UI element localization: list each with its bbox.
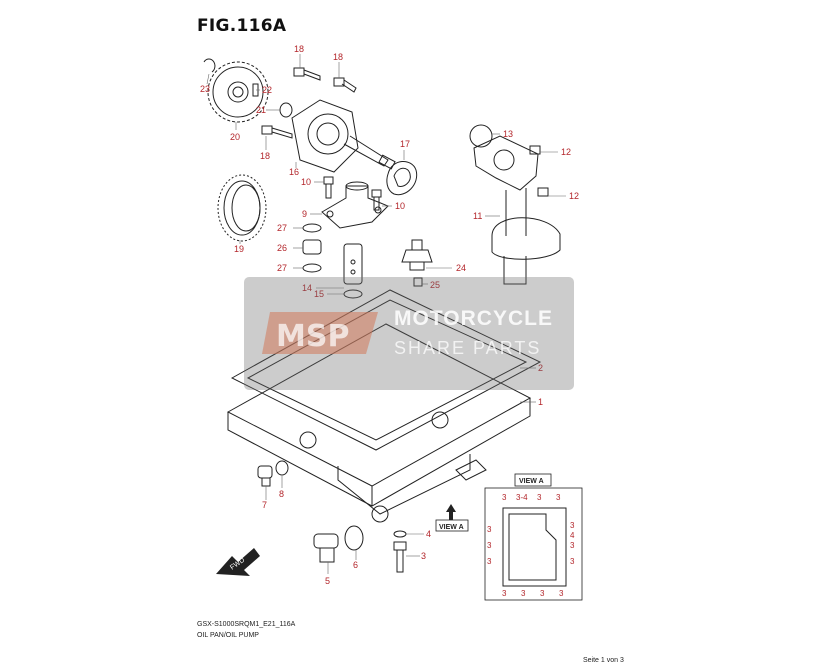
oil-pump bbox=[291, 99, 396, 173]
callout-1: 1 bbox=[538, 397, 543, 407]
fwd-arrow-icon: FWD bbox=[216, 548, 260, 576]
leader-lines bbox=[206, 54, 566, 574]
callout-3: 3 bbox=[421, 551, 426, 561]
view-a-label: 3 bbox=[487, 557, 492, 566]
plug-5 bbox=[313, 533, 339, 563]
view-a-label: 3 bbox=[559, 589, 564, 598]
watermark-subtitle: SHARE PARTS bbox=[394, 338, 542, 358]
view-a-arrow-icon bbox=[446, 504, 456, 520]
callout-labels: 1 2 3 4 5 6 7 8 9 10 10 11 12 12 13 14 1… bbox=[200, 44, 579, 586]
spacer-26 bbox=[302, 239, 322, 255]
callout-26: 26 bbox=[277, 243, 287, 253]
callout-18-b: 18 bbox=[333, 52, 343, 62]
callout-13: 13 bbox=[503, 129, 513, 139]
drain-bolt-7 bbox=[257, 465, 273, 487]
callout-18-a: 18 bbox=[294, 44, 304, 54]
circlip bbox=[203, 58, 216, 73]
bolt-12-a bbox=[529, 145, 541, 155]
oil-pump-sprocket bbox=[207, 61, 269, 123]
view-a-label: 3 bbox=[502, 493, 507, 502]
bolt-10-a bbox=[323, 176, 334, 199]
watermark-title: MOTORCYCLE bbox=[394, 307, 553, 330]
figure-title: FIG.116A bbox=[197, 16, 287, 36]
callout-12-b: 12 bbox=[569, 191, 579, 201]
view-a-label: 3 bbox=[487, 541, 492, 550]
callout-17: 17 bbox=[400, 139, 410, 149]
callout-27-a: 27 bbox=[277, 223, 287, 233]
view-a-label: 3 bbox=[556, 493, 561, 502]
callout-15: 15 bbox=[314, 289, 324, 299]
o-ring-27-b bbox=[302, 263, 322, 273]
bolt-12-b bbox=[537, 187, 549, 197]
callout-14: 14 bbox=[302, 283, 312, 293]
o-ring-6 bbox=[344, 525, 364, 551]
view-a-label: 3 bbox=[540, 589, 545, 598]
svg-text:MSP: MSP bbox=[276, 319, 349, 354]
callout-8: 8 bbox=[279, 489, 284, 499]
callout-2: 2 bbox=[538, 363, 543, 373]
o-ring-21 bbox=[279, 102, 293, 118]
callout-11: 11 bbox=[473, 211, 482, 221]
view-a-label: 3 bbox=[537, 493, 542, 502]
gasket-8 bbox=[275, 460, 289, 476]
view-a-label: 3 bbox=[570, 541, 575, 550]
oil-strainer bbox=[473, 135, 561, 285]
bolt-18-c bbox=[261, 125, 293, 139]
callout-10-b: 10 bbox=[395, 201, 405, 211]
o-ring-13 bbox=[469, 124, 493, 148]
callout-27-b: 27 bbox=[277, 263, 287, 273]
bolt-3 bbox=[393, 541, 407, 573]
msp-logo-icon: MSP bbox=[262, 312, 378, 354]
callout-19: 19 bbox=[234, 244, 244, 254]
view-a-inset: VIEW A 3 3-4 3 3 3 3 3 3 4 3 3 3 3 3 3 bbox=[484, 473, 583, 601]
model-code: GSX-S1000SRQM1_E21_116A bbox=[197, 621, 296, 628]
view-a-label: 3 bbox=[521, 589, 526, 598]
view-a-title: VIEW A bbox=[519, 478, 544, 485]
view-a-label: 3 bbox=[570, 521, 575, 530]
pump-drive-gear bbox=[217, 174, 267, 242]
view-a-tag-label: VIEW A bbox=[439, 524, 464, 531]
o-ring-27-a bbox=[302, 223, 322, 233]
oil-pressure-switch bbox=[401, 239, 433, 271]
washer-4 bbox=[393, 530, 407, 538]
view-a-label: 3-4 bbox=[516, 493, 528, 502]
callout-16: 16 bbox=[289, 167, 299, 177]
relief-valve-holder bbox=[321, 181, 389, 229]
view-a-label: 3 bbox=[502, 589, 507, 598]
bolt-18-a bbox=[293, 67, 321, 81]
callout-24: 24 bbox=[456, 263, 466, 273]
bolt-18-b bbox=[333, 77, 357, 93]
view-a-label: 3 bbox=[487, 525, 492, 534]
gasket-17 bbox=[386, 161, 418, 196]
callout-7: 7 bbox=[262, 500, 267, 510]
callout-23: 23 bbox=[200, 84, 210, 94]
callout-10-a: 10 bbox=[301, 177, 311, 187]
view-a-label: 4 bbox=[570, 531, 575, 540]
figure-name: OIL PAN/OIL PUMP bbox=[197, 632, 259, 639]
callout-20: 20 bbox=[230, 132, 240, 142]
switch-bolt-25 bbox=[413, 277, 423, 287]
callout-9: 9 bbox=[302, 209, 307, 219]
callout-25: 25 bbox=[430, 280, 440, 290]
callout-5: 5 bbox=[325, 576, 330, 586]
relief-valve bbox=[343, 243, 363, 285]
callout-21: 21 bbox=[256, 105, 266, 115]
callout-12-a: 12 bbox=[561, 147, 571, 157]
callout-18-c: 18 bbox=[260, 151, 270, 161]
callout-6: 6 bbox=[353, 560, 358, 570]
callout-22: 22 bbox=[262, 85, 272, 95]
view-a-tag: VIEW A bbox=[435, 519, 469, 532]
view-a-label: 3 bbox=[570, 557, 575, 566]
bolt-10-b bbox=[371, 189, 382, 211]
page-number: Seite 1 von 3 bbox=[583, 657, 624, 664]
callout-4: 4 bbox=[426, 529, 431, 539]
